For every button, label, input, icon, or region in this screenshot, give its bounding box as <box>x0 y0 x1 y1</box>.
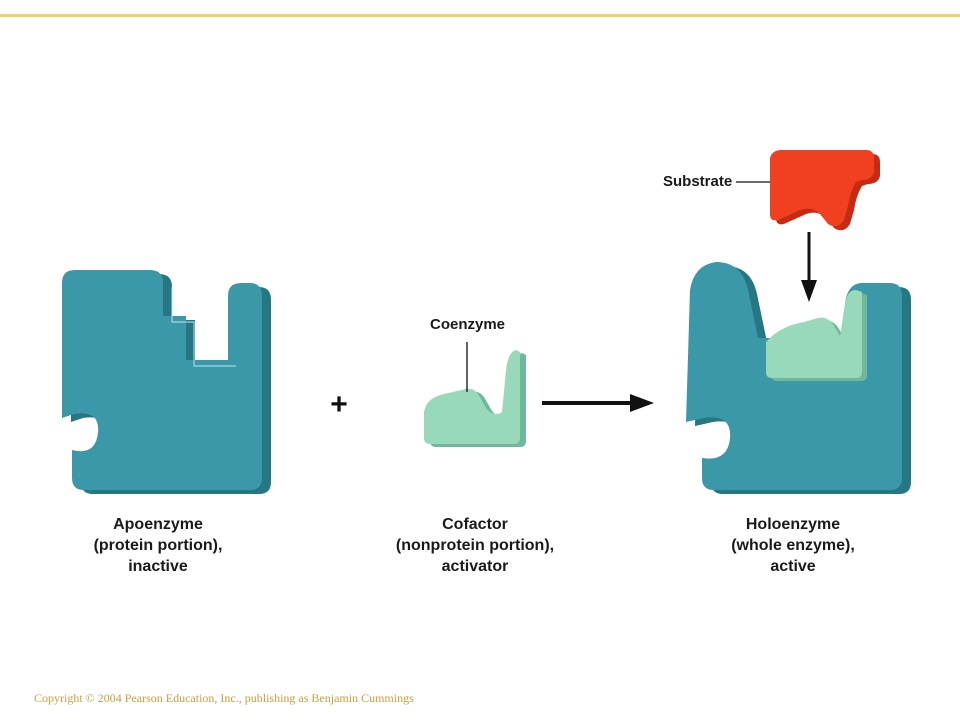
apoenzyme-state: inactive <box>128 558 188 575</box>
cofactor-subtitle: (nonprotein portion), <box>395 537 555 554</box>
coenzyme-label: Coenzyme <box>430 316 506 333</box>
apoenzyme-shape <box>62 270 271 494</box>
substrate-shape <box>736 150 880 231</box>
copyright-notice: Copyright © 2004 Pearson Education, Inc.… <box>34 691 414 705</box>
holoenzyme-title: Holoenzyme <box>745 516 841 533</box>
apoenzyme-subtitle: (protein portion), <box>93 537 223 554</box>
cofactor-state: activator <box>441 558 509 575</box>
reaction-arrow <box>542 394 654 412</box>
apoenzyme-title: Apoenzyme <box>113 516 203 533</box>
apoenzyme-caption: Apoenzyme (protein portion), inactive <box>48 514 268 577</box>
cofactor-caption: Cofactor (nonprotein portion), activator <box>365 514 585 577</box>
top-rule <box>0 14 960 17</box>
substrate-label: Substrate <box>663 173 733 190</box>
coenzyme-shape <box>424 342 526 447</box>
plus-sign: + <box>330 388 348 421</box>
holoenzyme-caption: Holoenzyme (whole enzyme), active <box>683 514 903 577</box>
cofactor-title: Cofactor <box>442 516 508 533</box>
binding-arrow <box>801 232 817 302</box>
holoenzyme-subtitle: (whole enzyme), <box>731 537 855 554</box>
holoenzyme-state: active <box>770 558 816 575</box>
holoenzyme-shape <box>686 262 911 494</box>
